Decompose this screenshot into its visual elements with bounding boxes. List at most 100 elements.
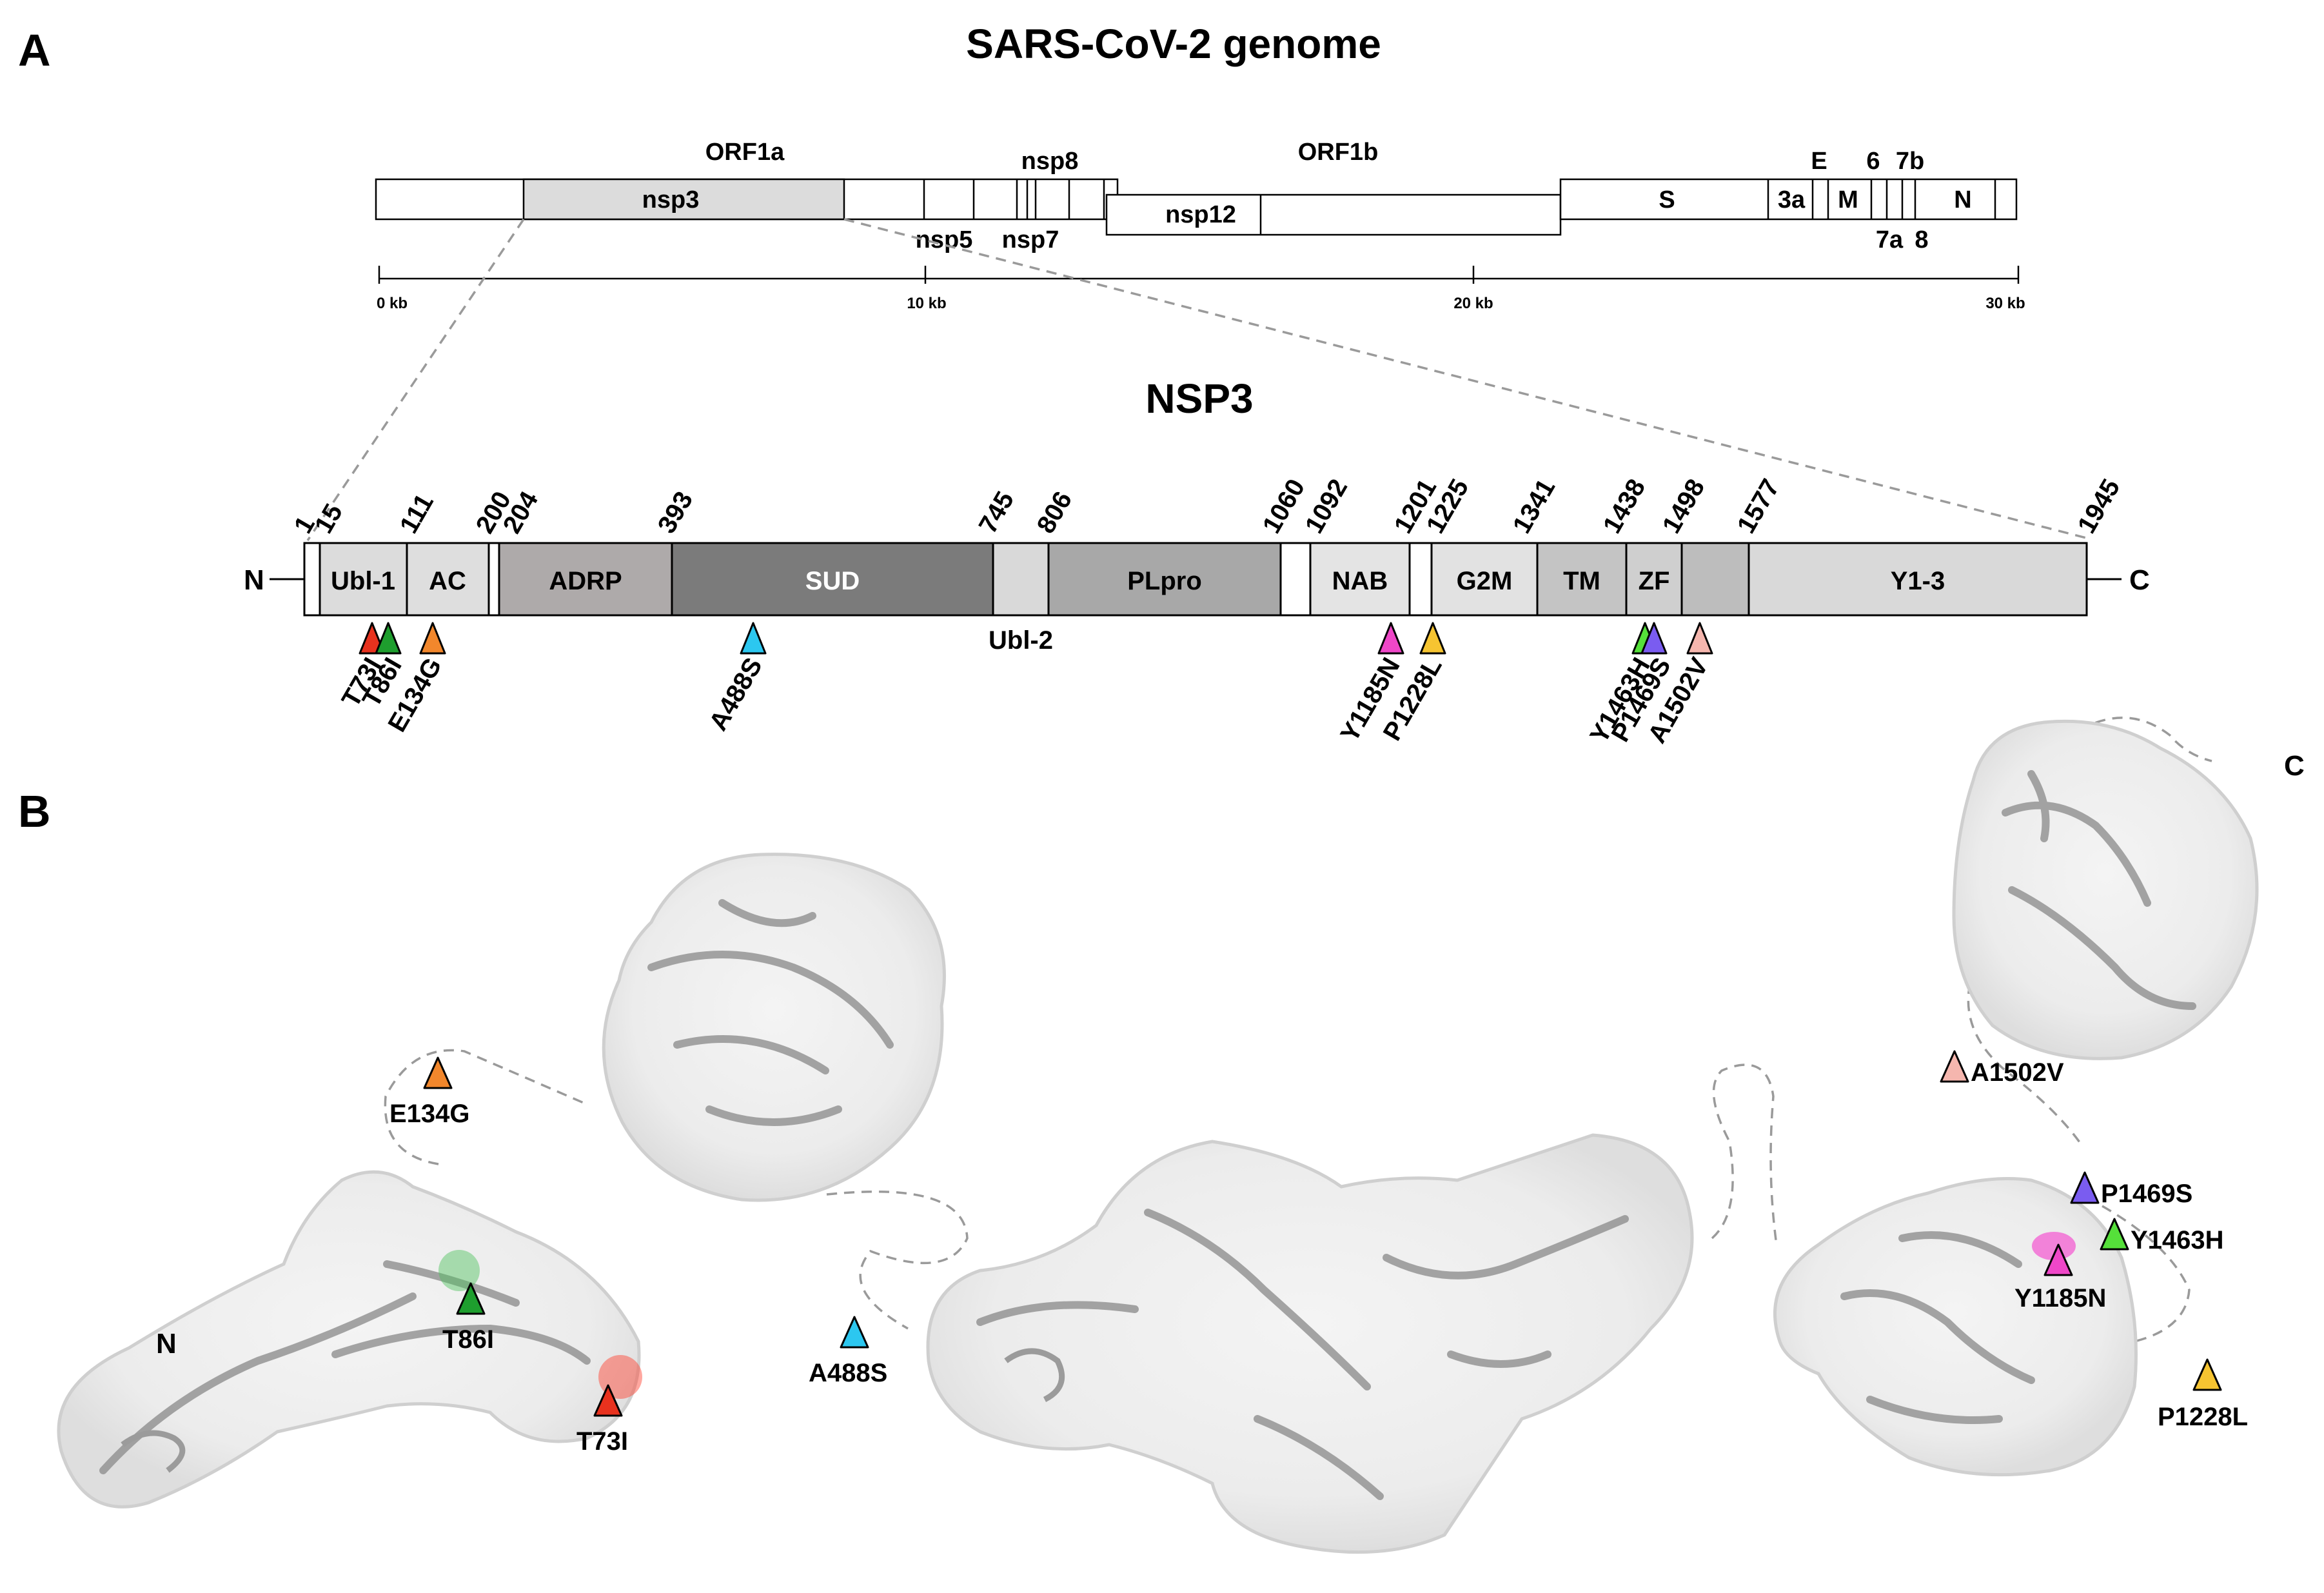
structural-genes-bar [1559,178,2018,221]
label-nsp3: nsp3 [642,186,700,213]
pos-1341: 1341 [1508,474,1561,538]
tick-30kb: 30 kb [1985,295,2025,312]
label-y13: Y1-3 [1891,567,1945,595]
struct-label-T86I: T86I [442,1325,494,1354]
label-zf: ZF [1639,567,1670,595]
struct-label-T73I: T73I [576,1427,628,1456]
label-7b: 7b [1896,148,1924,175]
label-g2m: G2M [1457,567,1513,595]
nsp3-title: NSP3 [1145,375,1253,422]
label-orf1b: ORF1b [1298,139,1379,166]
tick-20kb: 20 kb [1453,295,1493,312]
pos-745: 745 [974,487,1019,539]
segment-1498-1577 [1680,542,1750,617]
label-orf1a: ORF1a [705,139,785,166]
tick-0kb: 0 kb [377,295,408,312]
marker-T86I [375,622,402,655]
residue-positions: 1 15 111 200 204 393 745 806 1060 1092 1… [289,474,2126,538]
pos-111: 111 [395,490,439,539]
marker-P1228L [1419,622,1446,655]
struct-label-Y1463H: Y1463H [2131,1226,2224,1254]
panel-b-label: B [18,786,51,836]
pos-1945: 1945 [2073,474,2126,538]
linkers [190,717,2212,1356]
struct-marker-A1502V [1940,1050,1969,1083]
genome-labels: ORF1a ORF1b nsp3 nsp8 nsp5 nsp7 nsp12 S … [642,139,1972,253]
label-ubl2: Ubl-2 [989,626,1053,655]
structure-n-terminus: N [156,1328,177,1360]
struct-marker-A488S [840,1316,869,1349]
label-ac: AC [429,567,466,595]
struct-marker-P1228L [2192,1358,2222,1391]
label-nsp12: nsp12 [1165,201,1236,228]
marker-P1469S [1640,622,1668,655]
label-plpro: PLpro [1127,567,1202,595]
label-adrp: ADRP [549,567,622,595]
structure-sud-plpro [926,1133,1694,1554]
nsp3-segment [522,178,845,221]
tick-10kb: 10 kb [907,295,946,312]
structure-mutation-markers [423,1050,2222,1417]
marker-A488S [740,622,767,655]
struct-label-P1469S: P1469S [2101,1180,2192,1208]
orf1b-bar [1105,193,1562,236]
domain-g2m [1430,542,1539,617]
genome-title: SARS-CoV-2 genome [966,21,1381,67]
bar-mutation-markers [359,622,1713,655]
domain-ac [406,542,490,617]
label-nsp8: nsp8 [1021,148,1079,175]
pos-1060: 1060 [1257,474,1311,538]
nsp3-n-terminus: N [244,564,264,596]
struct-label-E134G: E134G [389,1100,470,1128]
label-nab: NAB [1332,567,1388,595]
pos-1498: 1498 [1657,474,1711,538]
structure-ubl1-ac [57,1170,642,1509]
genome-map [375,178,2018,236]
domain-tm [1536,542,1628,617]
pos-1438: 1438 [1598,474,1651,538]
kb-scale [378,266,2020,284]
domain-adrp [498,542,673,617]
domain-y13 [1748,542,2088,617]
domain-ubl2 [992,542,1050,617]
zoom-guides [306,218,2087,541]
label-tm: TM [1563,567,1600,595]
label-E: E [1811,148,1827,175]
segment-1-15 [303,542,321,617]
label-S: S [1659,186,1675,213]
label-M: M [1838,186,1858,213]
structure-y13 [1952,719,2259,1060]
struct-label-P1228L: P1228L [2158,1403,2248,1431]
bar-mutation-labels: T73I T86I E134G A488S Y1185N P1228L Y146… [337,653,1714,747]
struct-marker-Y1463H [2100,1218,2129,1251]
structure-nab [1773,1177,2138,1477]
struct-marker-Y1185N [2043,1243,2073,1276]
segment-1201-1225 [1408,542,1433,617]
label-8: 8 [1915,226,1928,253]
struct-marker-T73I [593,1384,623,1417]
label-6: 6 [1866,148,1880,175]
domain-nab [1309,542,1411,617]
label-N-gene: N [1954,186,1971,213]
domain-zf [1625,542,1683,617]
label-3a: 3a [1778,186,1806,213]
label-ubl1: Ubl-1 [331,567,395,595]
structure-c-terminus: C [2284,750,2305,782]
segment-1060-1092 [1279,542,1312,617]
marker-A1502V [1686,622,1713,655]
struct-label-A488S: A488S [809,1359,887,1387]
marker-E134G [419,622,446,655]
struct-label-A1502V: A1502V [1971,1058,2064,1087]
label-7a: 7a [1876,226,1904,253]
nsp3-domain-bar [303,542,2088,617]
nsp3-c-terminus: C [2129,564,2150,596]
panel-a-label: A [18,25,51,75]
label-nsp7: nsp7 [1002,226,1059,253]
pos-806: 806 [1032,487,1078,539]
struct-marker-T86I [456,1282,486,1315]
segment-200-204 [487,542,500,617]
label-sud: SUD [805,567,860,595]
structure-adrp [602,853,946,1202]
bar-label-A488S: A488S [704,653,768,736]
